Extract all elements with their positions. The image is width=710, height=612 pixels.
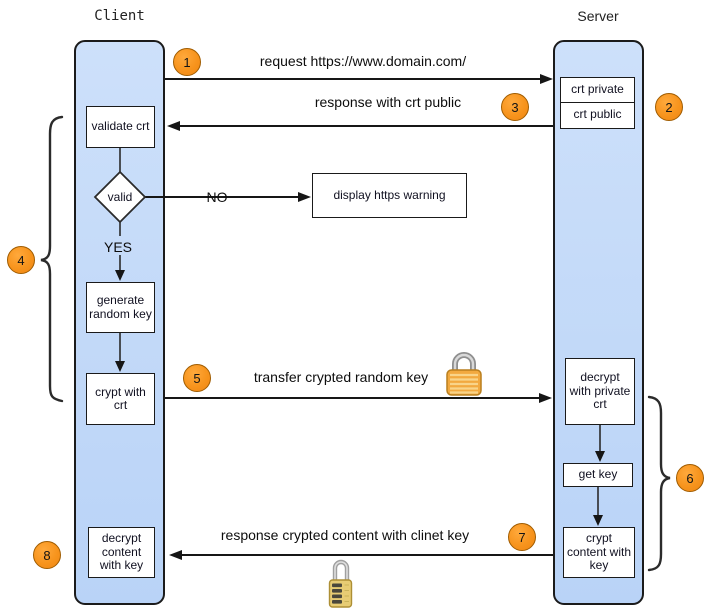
no-branch-arrowhead [298, 192, 311, 202]
valid-label: valid [107, 190, 133, 204]
decrypt-with-private-crt-box: decrypt with private crt [565, 358, 635, 425]
step-2-badge: 2 [655, 93, 683, 121]
get-key-box: get key [563, 463, 633, 487]
generate-arrowhead [115, 361, 125, 372]
crt-public-box: crt public [560, 101, 635, 129]
client-steps-brace [40, 115, 64, 403]
response-public-message: response with crt public [314, 94, 462, 110]
step-6-badge: 6 [676, 464, 704, 492]
padlock-closed-icon [446, 352, 482, 396]
transfer-key-message: transfer crypted random key [253, 369, 429, 385]
step-5-badge: 5 [183, 364, 211, 392]
combination-padlock-icon [328, 559, 353, 608]
crypt-with-crt-box: crypt with crt [86, 373, 155, 425]
step-1-badge: 1 [173, 48, 201, 76]
getkey-arrowhead [593, 515, 603, 526]
no-label: NO [206, 189, 228, 205]
response-content-message: response crypted content with clinet key [220, 527, 470, 543]
step-8-badge: 8 [33, 541, 61, 569]
yes-arrowhead [115, 270, 125, 281]
client-lane-title: Client [94, 8, 145, 24]
server-lane-title: Server [577, 8, 619, 24]
validate-crt-box: validate crt [86, 106, 155, 148]
response-content-arrowhead [169, 550, 182, 560]
valid-decision-diamond [93, 170, 147, 224]
transfer-key-arrowhead [539, 393, 552, 403]
step-7-badge: 7 [508, 523, 536, 551]
yes-label: YES [103, 239, 132, 255]
crt-private-box: crt private [560, 77, 635, 103]
server-steps-brace [647, 395, 671, 572]
display-https-warning-box: display https warning [312, 173, 467, 218]
step-4-badge: 4 [7, 246, 35, 274]
request-message: request https://www.domain.com/ [259, 53, 467, 69]
decrypt-content-with-key-box: decrypt content with key [88, 527, 155, 578]
step-3-badge: 3 [501, 93, 529, 121]
request-arrowhead [540, 74, 553, 84]
decrypt-arrowhead [595, 451, 605, 462]
response-public-arrowhead [167, 121, 180, 131]
generate-random-key-box: generate random key [86, 282, 155, 333]
crypt-content-with-key-box: crypt content with key [563, 527, 635, 578]
